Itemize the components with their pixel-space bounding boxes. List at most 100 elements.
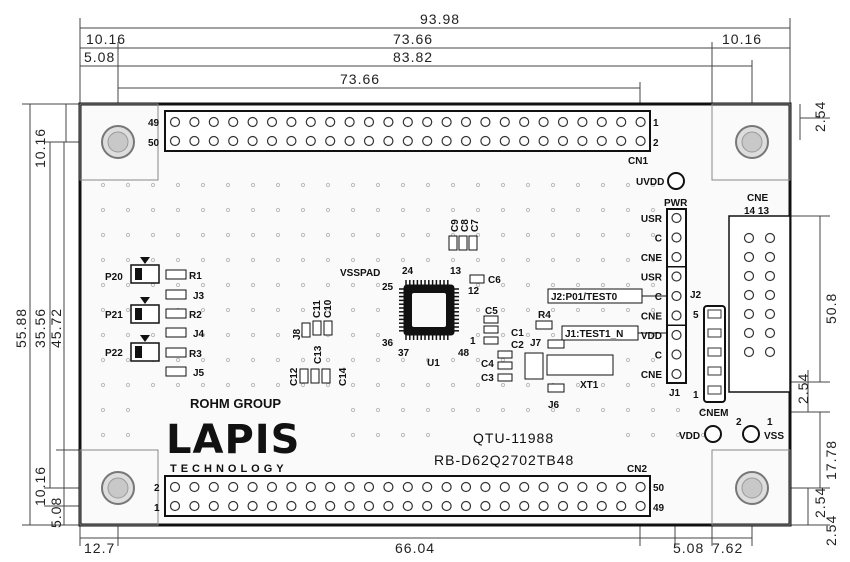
cn2-pin [596,500,607,512]
u1-pin-36: 36 [382,338,394,349]
via [625,232,631,238]
cnem-label: CNEM [699,408,728,419]
cap-c2-label: C2 [511,340,524,351]
capacitors-center: J8 C11 C10 C13 C12 C14 [289,299,349,386]
cn2-pin [460,500,472,512]
via [650,382,656,388]
cn1-pin [538,135,549,147]
via [325,232,331,238]
cn2-pin [538,500,549,512]
j1-pin [671,251,682,263]
via [500,257,506,263]
cap-c14-label: C14 [338,367,349,386]
cn2-pin [577,481,588,493]
via [200,307,206,313]
cn1-pin [441,135,452,147]
j2-pin-1: 1 [693,390,699,401]
via [500,232,506,238]
cap-c6-label: C6 [488,275,501,286]
resistor-r1-label: R1 [189,271,202,282]
cn2-pin [402,481,413,493]
cn2-pin [363,481,375,493]
via [125,382,131,388]
via [650,257,656,263]
via [375,332,381,338]
j1-pin [671,310,682,321]
via [125,407,131,413]
via [150,332,156,338]
via [600,407,606,413]
via [450,382,456,388]
j2-pin [707,366,722,376]
cn2-pin [557,500,569,512]
cn1-pin [402,135,413,147]
j1-pin-label: CNE [641,253,662,264]
via [350,207,356,213]
cn2-pin [596,481,607,493]
cne-pin [764,232,776,244]
cn1-pin [538,116,549,128]
via [550,257,556,263]
cn1-pin [208,116,219,128]
via [225,307,231,313]
via [375,357,381,363]
cn1-pin [596,135,607,147]
via [275,282,281,288]
led-p20-label: P20 [105,272,123,283]
via [625,307,631,313]
cn1-pin [344,135,355,147]
cn2-pin [441,481,452,493]
via [125,257,131,263]
via [125,282,131,288]
cn1-pin-2: 2 [653,138,659,149]
via [550,407,556,413]
via [625,182,631,188]
u1-pin-13: 13 [450,266,462,277]
via [200,332,206,338]
via [400,182,406,188]
mounting-holes [79,103,791,526]
via [400,357,406,363]
via [500,282,506,288]
via [350,432,356,438]
via [250,382,256,388]
via [125,207,131,213]
cn1-pin [286,135,297,147]
callouts: J2:P01/TEST0 J1:TEST1_N [547,288,667,341]
via [225,357,231,363]
connector-cn2: 2 1 50 49 CN2 [154,464,665,517]
via [150,382,156,388]
via [175,232,181,238]
via [275,307,281,313]
via [200,382,206,388]
via [425,382,431,388]
resistor-r3-label: R3 [189,349,202,360]
via [150,232,156,238]
via [650,407,656,413]
cne-label: CNE [747,193,768,204]
via [150,257,156,263]
dim-overall-height: 55.88 [13,308,29,348]
dim-bottom-vss-offset: 7.62 [712,540,743,556]
via [200,282,206,288]
via [250,357,256,363]
j1-pin-label: C [655,234,662,245]
via [200,357,206,363]
via [525,257,531,263]
cn2-pin [499,481,510,493]
via [600,257,606,263]
mounting-hole-top-right [711,103,791,181]
vss-test-point [742,425,760,443]
cn2-pin [519,481,530,493]
via [525,232,531,238]
cn2-pin [402,500,413,512]
j1-label: J1 [669,388,681,399]
via [100,382,106,388]
via [200,257,206,263]
cn1-pin [247,135,258,147]
via [625,382,631,388]
u1-pin-12: 12 [468,286,480,297]
cn1-pin [499,116,510,128]
